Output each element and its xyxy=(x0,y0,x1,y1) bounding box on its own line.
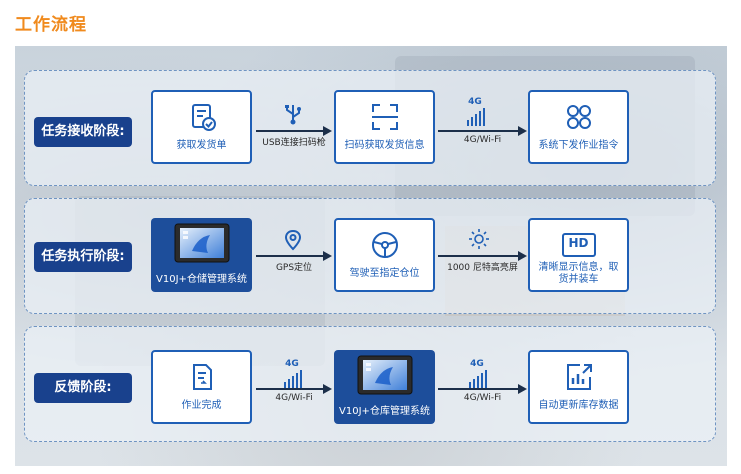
connector-arrow xyxy=(256,123,332,139)
stage-label-receive: 任务接收阶段: xyxy=(34,117,132,147)
page-title: 工作流程 xyxy=(15,15,87,35)
node-label: 获取发货单 xyxy=(176,140,227,151)
steering-wheel-icon xyxy=(371,232,398,258)
usb-icon xyxy=(285,105,301,125)
signal-bars-icon xyxy=(284,370,302,388)
node-get-order: 获取发货单 xyxy=(151,90,252,164)
signal-label: 4G xyxy=(285,359,299,369)
connector-arrow xyxy=(256,381,332,397)
node-label: 清晰显示信息，取 货并装车 xyxy=(538,262,619,285)
connector-label-network: 4G/Wi-Fi xyxy=(463,135,502,145)
connector-label-usb: USB连接扫码枪 xyxy=(262,138,326,148)
node-label: 驾驶至指定仓位 xyxy=(349,268,420,279)
connector-label-gps: GPS定位 xyxy=(275,263,313,273)
grid-command-icon xyxy=(566,105,591,129)
hd-text: HD xyxy=(568,236,589,250)
hd-display-icon xyxy=(561,233,596,257)
signal-bars-icon xyxy=(469,370,487,388)
signal-bars-icon xyxy=(467,108,485,126)
node-system-command: 系统下发作业指令 xyxy=(528,90,629,164)
tablet-device-icon xyxy=(357,355,413,395)
node-label: 作业完成 xyxy=(181,400,222,411)
node-job-complete: 作业完成 xyxy=(151,350,252,424)
tablet-device-icon xyxy=(174,223,230,263)
document-check-icon xyxy=(191,104,216,131)
node-scan-info: 扫码获取发货信息 xyxy=(334,90,435,164)
signal-label: 4G xyxy=(470,359,484,369)
connector-arrow xyxy=(438,123,527,139)
document-done-icon xyxy=(192,364,212,390)
sun-icon xyxy=(469,229,489,249)
connector-label-brightness: 1000 尼特高亮屏 xyxy=(447,263,518,273)
connector-arrow xyxy=(438,248,527,264)
connector-arrow xyxy=(438,381,527,397)
location-pin-icon xyxy=(284,229,302,251)
node-label: 扫码获取发货信息 xyxy=(344,140,425,151)
node-drive-to-location: 驾驶至指定仓位 xyxy=(334,218,435,292)
connector-label-network: 4G/Wi-Fi xyxy=(463,393,502,403)
node-label: V10J+仓库管理系统 xyxy=(339,406,430,417)
stage-label-execute: 任务执行阶段: xyxy=(34,242,132,272)
node-update-inventory: 自动更新库存数据 xyxy=(528,350,629,424)
scan-frame-icon xyxy=(371,104,398,130)
node-label: 自动更新库存数据 xyxy=(538,400,619,411)
node-label: 系统下发作业指令 xyxy=(538,140,619,151)
chart-update-icon xyxy=(566,364,592,390)
connector-label-network: 4G/Wi-Fi xyxy=(275,393,313,403)
node-display-info: HD 清晰显示信息，取 货并装车 xyxy=(528,218,629,292)
node-label: V10J+仓储管理系统 xyxy=(156,274,247,285)
signal-label: 4G xyxy=(468,97,482,107)
device-card-warehouse-system: V10J+仓储管理系统 xyxy=(151,218,252,292)
device-card-warehouse-system: V10J+仓库管理系统 xyxy=(334,350,435,424)
stage-label-feedback: 反馈阶段: xyxy=(34,373,132,403)
connector-arrow xyxy=(256,248,332,264)
